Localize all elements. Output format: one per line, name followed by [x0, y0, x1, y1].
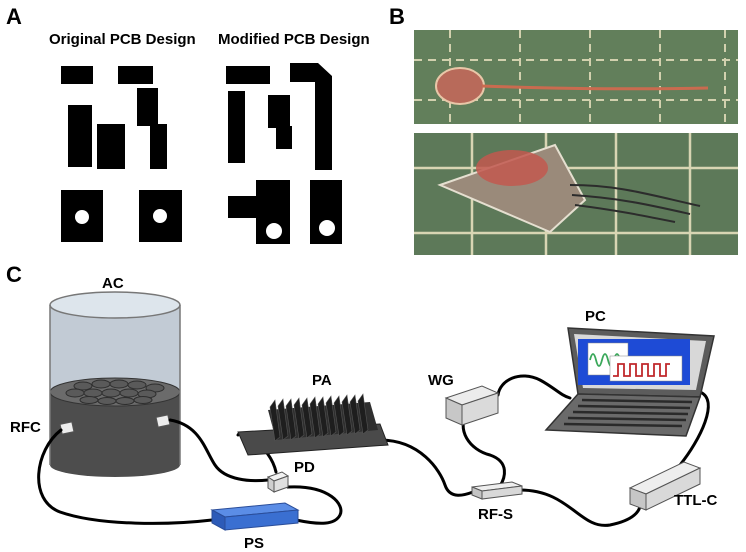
pcb-pad: [228, 196, 258, 218]
animal-chamber: [49, 291, 181, 477]
ac-label: AC: [102, 275, 124, 292]
original-pcb-design: [61, 66, 182, 242]
laptop-pc: [544, 327, 715, 437]
pc-label: PC: [585, 308, 606, 325]
pcb-pad: [276, 126, 292, 149]
pcb-mount-pad-right: [139, 190, 182, 242]
pcb-mount-pad-left: [256, 180, 290, 244]
device-leads: [569, 184, 701, 223]
rf-s-label: RF-S: [478, 506, 513, 523]
device-circuit: [476, 150, 548, 186]
cable-ttl-pc: [678, 390, 710, 467]
ttl-c-label: TTL-C: [674, 492, 717, 509]
cable-wg-pc: [496, 374, 572, 400]
pcb-pad: [97, 124, 125, 169]
wg-label: WG: [428, 372, 454, 389]
modified-pcb-title: Modified PCB Design: [218, 31, 370, 48]
panel-c-letter: C: [6, 262, 22, 287]
ps-label: PS: [244, 535, 264, 552]
signal-window-red: [609, 355, 683, 382]
pcb-pad: [228, 91, 245, 163]
power-amplifier: [237, 393, 389, 456]
pcb-pad: [68, 105, 92, 167]
floor-coils: [65, 379, 165, 405]
rf-switch: [471, 481, 523, 500]
photo-top: [414, 30, 738, 124]
implant-wire: [481, 84, 709, 91]
modified-pcb-design: [226, 63, 342, 244]
power-supply: [210, 502, 300, 531]
rfc-label: RFC: [10, 419, 41, 436]
panel-b-letter: B: [389, 4, 405, 29]
pa-heatsink-fins: [269, 393, 369, 442]
cable-pa-rfs: [378, 438, 475, 497]
photo-grid-lines: [414, 30, 738, 124]
rf-connector-left: [59, 421, 75, 435]
panel-a-letter: A: [6, 4, 22, 29]
waveform-generator: [444, 385, 500, 426]
rf-connector-right: [155, 414, 171, 428]
original-pcb-title: Original PCB Design: [49, 31, 196, 48]
pa-label: PA: [312, 372, 332, 389]
implant-device: [435, 67, 485, 105]
cable-rfs-ttl: [518, 488, 642, 527]
pcb-pad: [137, 88, 167, 169]
laptop-keyboard: [563, 398, 693, 428]
cable-rfc-ps: [37, 428, 214, 525]
chamber-top: [49, 291, 181, 319]
cable-pd-ps: [286, 485, 343, 525]
photo-bottom: [414, 133, 738, 255]
pcb-pad: [268, 95, 290, 128]
pcb-pad: [61, 66, 93, 84]
pulse-train-trace: [613, 363, 670, 377]
cable-chamber-pd: [168, 418, 270, 483]
pd-label: PD: [294, 459, 315, 476]
pcb-pad: [118, 66, 153, 84]
pcb-mount-pad-left: [61, 190, 103, 242]
cable-wg-rfs: [461, 408, 506, 488]
ttl-converter: [628, 461, 702, 511]
pcb-mount-pad-right: [310, 180, 342, 244]
pcb-pad: [290, 63, 332, 170]
pcb-pad: [226, 66, 270, 84]
power-divider: [266, 471, 290, 493]
